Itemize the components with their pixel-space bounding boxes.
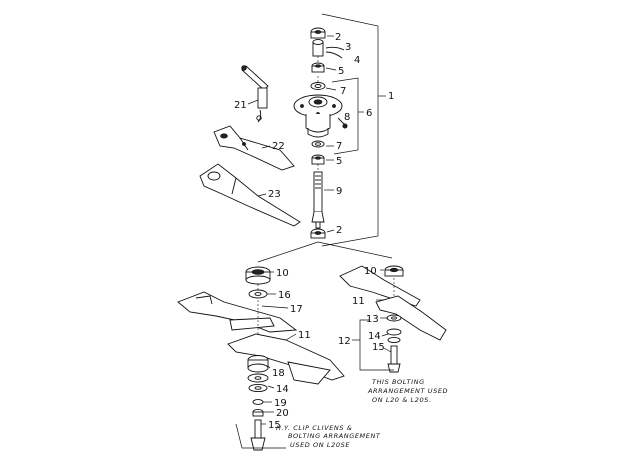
part-20-nut-left bbox=[252, 408, 264, 417]
assembly-1-bracket bbox=[321, 13, 386, 247]
part-5-bearing-bottom bbox=[311, 154, 325, 165]
label-3: 3 bbox=[345, 42, 351, 53]
part-8-grease-fitting bbox=[337, 117, 348, 129]
note-left-line-1: H.Y. CLIP CLIVENS & bbox=[276, 424, 352, 432]
part-6-spindle-housing bbox=[293, 94, 343, 138]
label-10-left: 10 bbox=[276, 268, 289, 279]
part-5-bearing-top bbox=[311, 62, 325, 73]
part-10-cup-left bbox=[245, 266, 271, 285]
part-19-lockwasher-left bbox=[252, 399, 264, 405]
label-16-left: 16 bbox=[278, 290, 291, 301]
note-left-line-3: USED ON L20SE bbox=[290, 441, 350, 449]
left-blade-assembly bbox=[177, 266, 345, 451]
part-14-washers-left bbox=[247, 373, 269, 393]
assembly-6-bracket bbox=[331, 77, 364, 155]
label-14-left: 14 bbox=[276, 384, 289, 395]
part-21-tool bbox=[241, 65, 269, 123]
part-11-blade-right-top bbox=[339, 265, 421, 307]
part-15-bolt-right bbox=[387, 345, 401, 373]
part-blade-right-lower bbox=[375, 295, 447, 341]
label-17-left: 17 bbox=[290, 304, 303, 315]
part-16-washer-left bbox=[248, 289, 268, 299]
right-blade-assembly bbox=[339, 265, 447, 373]
part-23-blade bbox=[199, 163, 301, 227]
label-15-right: 15 bbox=[372, 342, 385, 353]
part-2-bottom-nut bbox=[310, 228, 326, 239]
label-13-right: 13 bbox=[366, 314, 379, 325]
label-7-bottom: 7 bbox=[336, 141, 342, 152]
callout-labels: 2 3 4 5 7 1 6 8 7 5 9 2 21 22 23 10 16 1… bbox=[234, 32, 394, 431]
note-right-line-2: ARRANGEMENT USED bbox=[367, 387, 448, 395]
label-2-bottom: 2 bbox=[336, 225, 342, 236]
label-15-left: 15 bbox=[268, 420, 281, 431]
label-11-right: 11 bbox=[352, 296, 365, 307]
label-4: 4 bbox=[354, 55, 360, 66]
part-14-washers-right bbox=[386, 328, 402, 344]
note-left: H.Y. CLIP CLIVENS & BOLTING ARRANGEMENT … bbox=[276, 424, 381, 449]
note-left-line-2: BOLTING ARRANGEMENT bbox=[288, 432, 381, 440]
part-4-key bbox=[325, 46, 345, 59]
note-right-line-3: ON L20 & L20S. bbox=[372, 396, 432, 404]
label-23: 23 bbox=[268, 189, 281, 200]
part-15-bolt-left bbox=[250, 419, 266, 451]
label-19-left: 19 bbox=[274, 398, 287, 409]
part-9-spindle-shaft bbox=[311, 171, 325, 229]
label-14-right: 14 bbox=[368, 331, 381, 342]
part-13-washer-right bbox=[386, 314, 402, 322]
label-5-top: 5 bbox=[338, 66, 344, 77]
note-right-line-1: THIS BOLTING bbox=[372, 378, 425, 386]
label-6: 6 bbox=[366, 108, 372, 119]
part-10-cup-right bbox=[384, 265, 404, 277]
label-10-right: 10 bbox=[364, 266, 377, 277]
label-8: 8 bbox=[344, 112, 350, 123]
label-11-left: 11 bbox=[298, 330, 311, 341]
label-1: 1 bbox=[388, 91, 394, 102]
label-20-left: 20 bbox=[276, 408, 289, 419]
part-17-blade-left bbox=[177, 291, 298, 333]
part-7-washer-top bbox=[310, 82, 326, 90]
part-18-cup-left bbox=[247, 355, 269, 373]
label-18-left: 18 bbox=[272, 368, 285, 379]
part-22-blade bbox=[213, 125, 295, 171]
part-7-washer-bottom bbox=[311, 140, 325, 148]
label-7-top: 7 bbox=[340, 86, 346, 97]
label-22: 22 bbox=[272, 141, 285, 152]
label-5-bottom: 5 bbox=[336, 156, 342, 167]
part-3-spacer bbox=[312, 39, 324, 57]
label-12-right: 12 bbox=[338, 336, 351, 347]
note-right: THIS BOLTING ARRANGEMENT USED ON L20 & L… bbox=[367, 378, 448, 404]
label-21: 21 bbox=[234, 100, 247, 111]
part-11-blade-lower-left bbox=[227, 333, 345, 385]
label-2-top: 2 bbox=[335, 32, 341, 43]
label-9: 9 bbox=[336, 186, 342, 197]
part-2-top-nut bbox=[310, 27, 326, 39]
